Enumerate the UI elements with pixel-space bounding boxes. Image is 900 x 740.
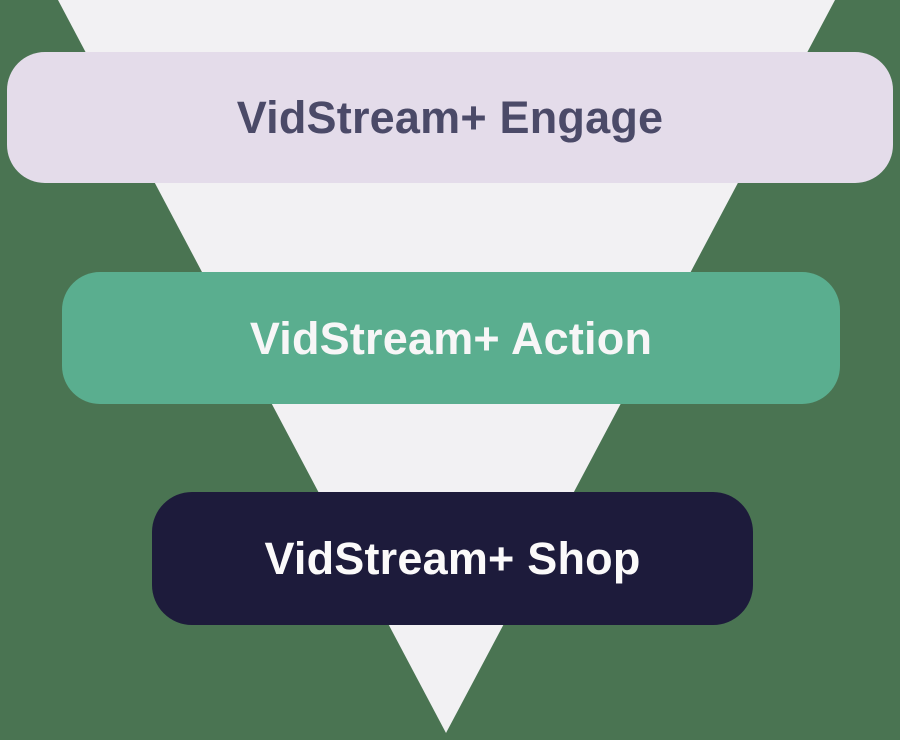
funnel-stage-action-label: VidStream+ Action [249,312,653,364]
funnel-stage-shop-label: VidStream+ Shop [264,533,641,584]
funnel-stage-action: VidStream+ Action [62,272,840,404]
funnel-stage-shop: VidStream+ Shop [152,492,753,625]
funnel-stage-engage-label: VidStream+ Engage [236,92,664,143]
funnel-stage-engage: VidStream+ Engage [7,52,893,183]
